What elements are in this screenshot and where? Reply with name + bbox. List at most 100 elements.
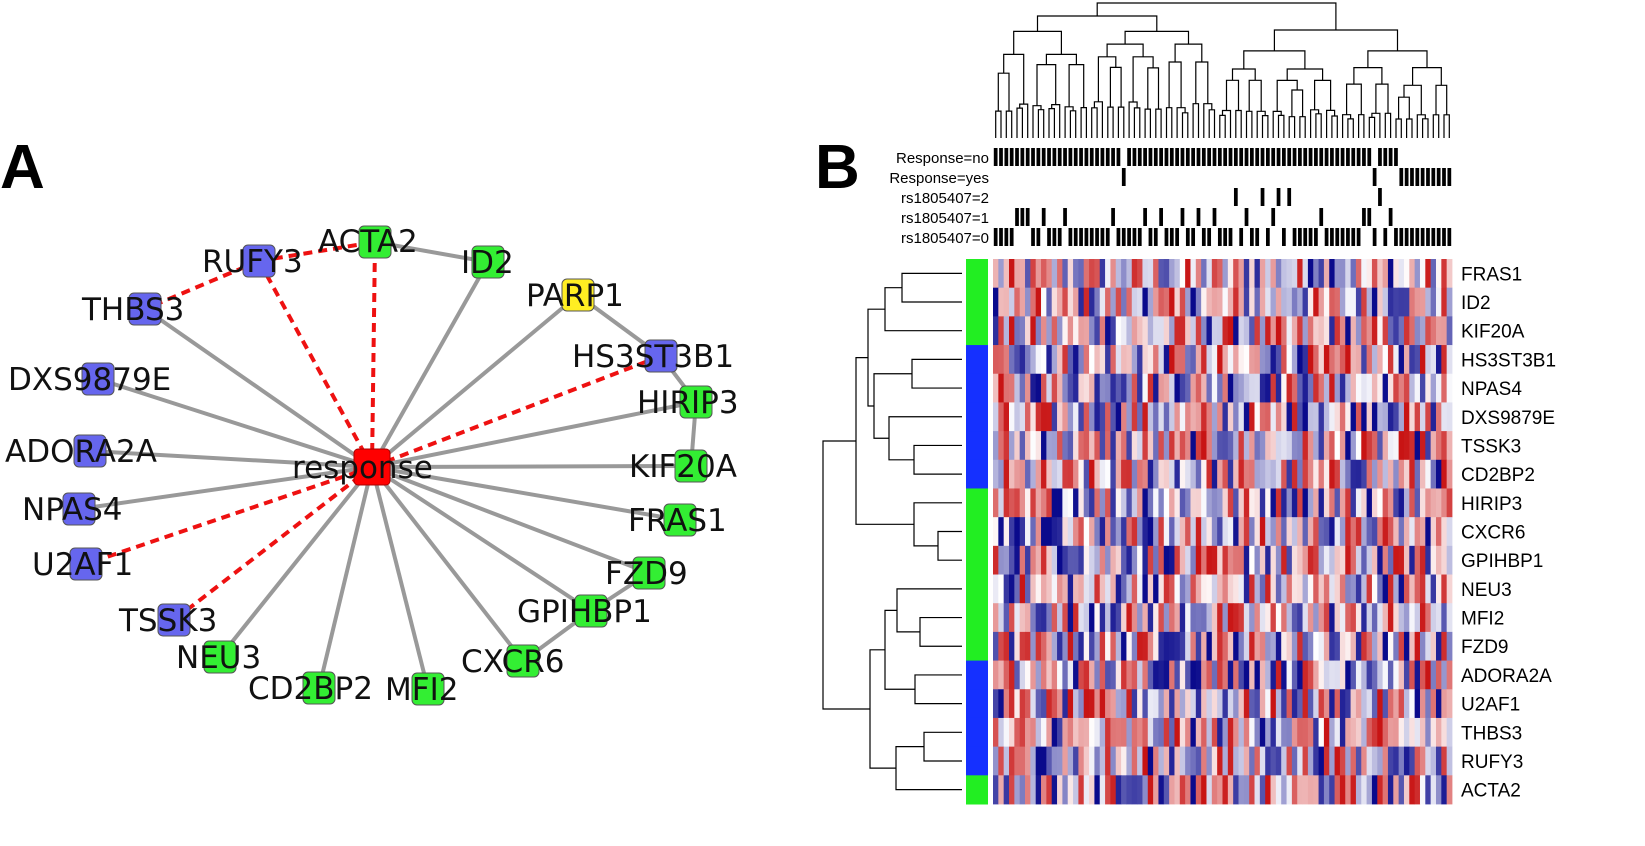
dendrogram-branch [1276, 79, 1298, 112]
heat-cell [1211, 488, 1218, 518]
heat-cell [1041, 373, 1047, 403]
heat-cell [1446, 689, 1453, 719]
heat-cell [1265, 259, 1271, 289]
heat-cell [1275, 431, 1282, 461]
heat-cell [1009, 717, 1015, 748]
heat-cell [1371, 488, 1378, 518]
gene-label-id2: ID2 [1461, 293, 1491, 314]
heat-cell [1366, 459, 1373, 489]
annotation-mark [1436, 228, 1441, 246]
heat-cell [1067, 316, 1074, 346]
heat-cell [1019, 689, 1026, 719]
heat-cell [1115, 287, 1122, 317]
heat-cell [1078, 746, 1085, 776]
heat-cell [1179, 545, 1186, 575]
gene-label-npas4: NPAS4 [1461, 379, 1522, 400]
annotation-mark [1196, 208, 1201, 226]
heat-cell [1195, 488, 1202, 518]
annotation-label: rs1805407=1 [901, 210, 989, 227]
heat-cell [1089, 574, 1095, 604]
dendrogram-branch [1231, 68, 1256, 81]
heat-cell [1009, 660, 1015, 690]
heat-cell [1222, 402, 1229, 432]
heat-cell [1291, 287, 1298, 317]
annotation-mark [1153, 148, 1158, 166]
heat-cell [1425, 431, 1432, 461]
heat-cell [1275, 775, 1282, 805]
edge-rufy3-thbs3 [144, 259, 260, 311]
heat-cell [1067, 603, 1074, 633]
heat-cell [1190, 517, 1197, 547]
annotation-mark [1372, 168, 1377, 186]
heat-cell [1073, 746, 1079, 776]
annotation-mark [1249, 228, 1254, 246]
heat-cell [1163, 660, 1170, 690]
heat-cell [1089, 631, 1095, 661]
heat-cell [1105, 775, 1111, 805]
dendrogram-branch [1331, 115, 1338, 138]
heat-cell [1030, 287, 1037, 317]
heat-cell [1318, 717, 1325, 748]
heat-cell [1201, 488, 1207, 518]
heat-cell [1302, 259, 1309, 289]
heat-cell [1281, 373, 1287, 403]
heat-cell [1366, 660, 1373, 690]
heat-cell [1179, 431, 1186, 461]
annotation-mark [1362, 208, 1366, 226]
heat-cell [1371, 689, 1378, 719]
heat-cell [1206, 689, 1213, 719]
heat-cell [1350, 431, 1357, 461]
heat-cell [1387, 345, 1394, 375]
heat-cell [998, 488, 1005, 518]
annotation-mark [1303, 228, 1308, 246]
heat-cell [1025, 287, 1031, 317]
heat-cell [1403, 717, 1410, 748]
heat-cell [1270, 631, 1277, 661]
dendrogram-branch [1347, 118, 1354, 138]
heat-cell [1393, 717, 1400, 748]
edge-response-acta2 [370, 241, 377, 468]
heat-cell [1003, 488, 1010, 518]
heat-cell [1355, 402, 1362, 432]
annotation-mark [999, 148, 1003, 166]
heat-cell [1035, 488, 1042, 518]
heat-cell [1115, 259, 1122, 289]
heat-cell [1270, 459, 1277, 489]
heat-cell [1169, 631, 1175, 661]
heat-cell [1174, 287, 1181, 317]
heat-cell [1425, 775, 1432, 805]
heat-cell [1430, 775, 1437, 805]
heat-cell [1083, 488, 1090, 518]
annotation-mark [1314, 228, 1318, 246]
gene-group-cell [966, 545, 988, 576]
annotation-mark [1127, 228, 1131, 246]
heat-cell [1190, 660, 1197, 690]
heat-cell [1099, 545, 1106, 575]
network-diagram: ACTA2RUFY3THBS3ID2PARP1HS3ST3B1HIRIP3DXS… [5, 224, 739, 708]
heat-cell [1089, 746, 1095, 776]
heat-cell [1377, 345, 1384, 375]
heat-cell [1051, 689, 1058, 719]
heat-cell [1419, 746, 1426, 776]
heat-cell [1211, 316, 1218, 346]
heat-cell [1217, 316, 1223, 346]
heat-cell [1371, 746, 1378, 776]
heat-cell [1222, 316, 1229, 346]
heat-cell [993, 517, 999, 547]
heat-cell [1435, 689, 1442, 719]
node-label-hs3st3b1: HS3ST3B1 [572, 339, 734, 375]
heat-cell [1195, 717, 1202, 748]
heat-cell [1387, 746, 1394, 776]
heat-cell [1110, 459, 1117, 489]
heat-cell [1227, 545, 1234, 575]
heat-cell [1329, 746, 1335, 776]
heat-cell [1153, 287, 1159, 317]
heat-cell [1163, 603, 1170, 633]
heat-cell [1409, 287, 1416, 317]
heat-cell [1371, 431, 1378, 461]
heat-cell [1105, 287, 1111, 317]
heat-cell [1222, 431, 1229, 461]
heat-cell [1430, 287, 1437, 317]
heat-cell [1094, 517, 1101, 547]
heat-cell [1275, 259, 1282, 289]
